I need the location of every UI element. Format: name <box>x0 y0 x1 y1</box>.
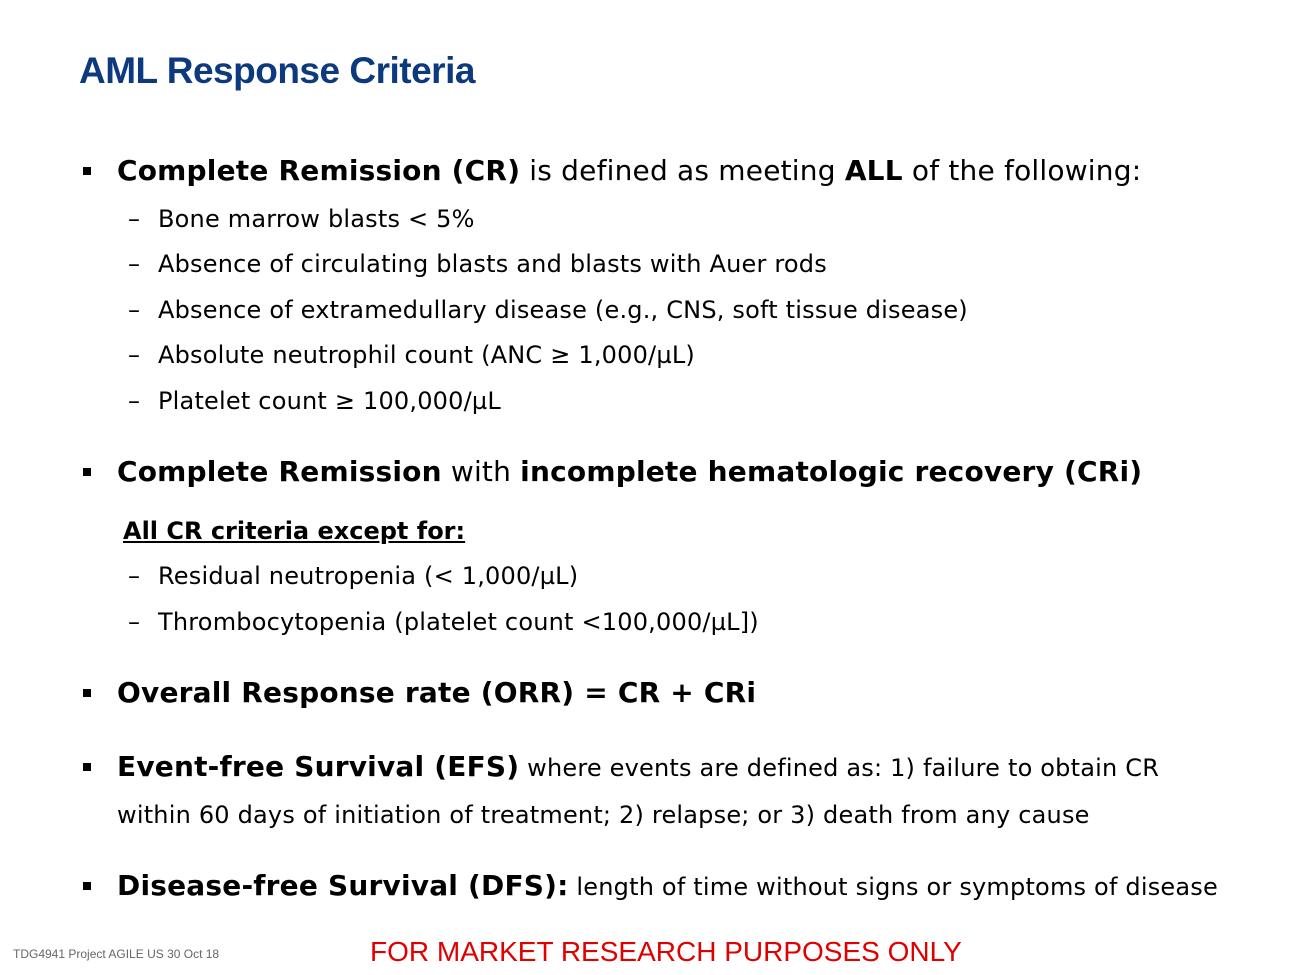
cr-heading-bold: Complete Remission (CR) <box>117 154 521 187</box>
cri-item: –Thrombocytopenia (platelet count <100,0… <box>128 608 759 636</box>
footer-project-id: TDG4941 Project AGILE US 30 Oct 18 <box>13 947 220 961</box>
orr-heading: Overall Response rate (ORR) = CR + CRi <box>117 673 756 713</box>
cr-item: –Platelet count ≥ 100,000/µL <box>128 387 501 415</box>
cri-item-text: Residual neutropenia (< 1,000/µL) <box>158 562 579 590</box>
efs-heading: Event-free Survival (EFS) where events a… <box>117 747 1159 788</box>
cri-subheading: All CR criteria except for: <box>123 517 466 545</box>
cr-heading: Complete Remission (CR) is defined as me… <box>117 151 1141 191</box>
cri-heading-mid: with <box>441 455 521 488</box>
cri-heading: Complete Remission with incomplete hemat… <box>117 452 1142 492</box>
cr-item: –Absence of circulating blasts and blast… <box>128 250 827 278</box>
cri-heading-bold1: Complete Remission <box>117 455 442 488</box>
efs-heading-bold: Event-free Survival (EFS) <box>117 750 520 783</box>
cr-item-text: Bone marrow blasts < 5% <box>158 205 475 233</box>
cr-item-text: Absence of extramedullary disease (e.g.,… <box>158 296 968 324</box>
cr-item-text: Absence of circulating blasts and blasts… <box>158 250 827 278</box>
dfs-heading-rest: length of time without signs or symptoms… <box>568 873 1218 901</box>
cri-item-text: Thrombocytopenia (platelet count <100,00… <box>158 608 759 636</box>
cri-heading-bold2: incomplete hematologic recovery (CRi) <box>520 455 1143 488</box>
cr-item: –Absolute neutrophil count (ANC ≥ 1,000/… <box>128 341 695 369</box>
cr-heading-end: of the following: <box>902 154 1142 187</box>
cri-item: –Residual neutropenia (< 1,000/µL) <box>128 562 579 590</box>
cr-item: –Bone marrow blasts < 5% <box>128 205 475 233</box>
dfs-heading: Disease-free Survival (DFS): length of t… <box>117 866 1218 907</box>
cr-item-text: Absolute neutrophil count (ANC ≥ 1,000/µ… <box>158 341 695 369</box>
efs-continuation: within 60 days of initiation of treatmen… <box>117 801 1090 829</box>
cr-item: –Absence of extramedullary disease (e.g.… <box>128 296 968 324</box>
cr-heading-all: ALL <box>844 154 903 187</box>
cr-item-text: Platelet count ≥ 100,000/µL <box>158 387 501 415</box>
cr-heading-mid: is defined as meeting <box>520 154 845 187</box>
orr-heading-bold: Overall Response rate (ORR) = CR + CRi <box>117 676 757 709</box>
footer-disclaimer: FOR MARKET RESEARCH PURPOSES ONLY <box>370 936 962 967</box>
dfs-heading-bold: Disease-free Survival (DFS): <box>117 869 569 902</box>
page-title: AML Response Criteria <box>79 50 475 91</box>
efs-heading-rest: where events are defined as: 1) failure … <box>519 754 1160 782</box>
